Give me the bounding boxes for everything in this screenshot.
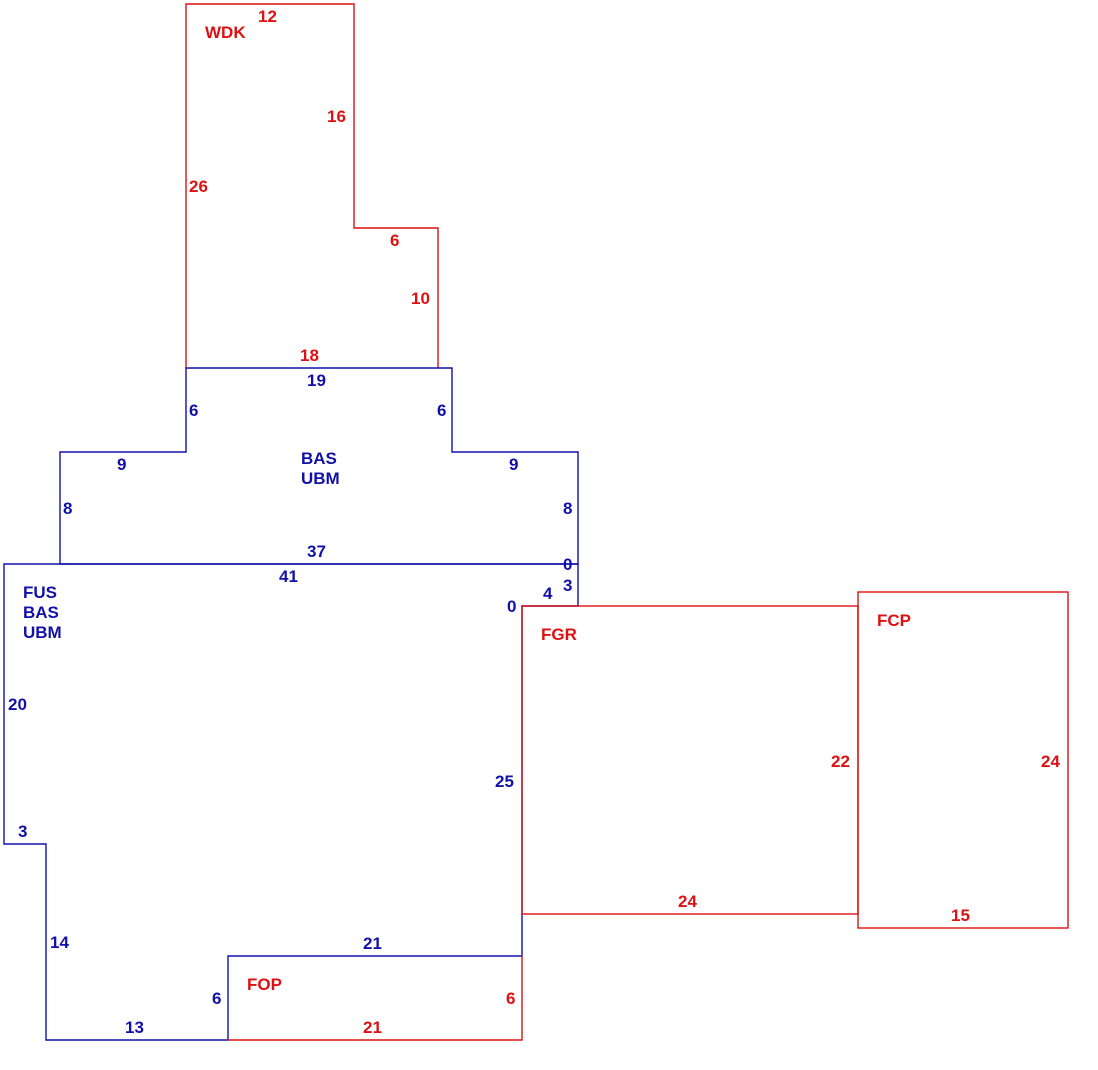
dim-wdk-right-lower: 10: [411, 289, 430, 308]
fgr-label: FGR: [541, 625, 577, 644]
fop-outline: [228, 956, 523, 1041]
dim-main-fop-top: 21: [363, 934, 382, 953]
dim-bas-right-step: 9: [509, 455, 518, 474]
dim-wdk-left: 26: [189, 177, 208, 196]
main-label-1: FUS: [23, 583, 57, 602]
dim-fcp-bottom: 15: [951, 906, 970, 925]
dim-fgr-right: 22: [831, 752, 850, 771]
dim-fcp-right: 24: [1041, 752, 1060, 771]
fcp-outline: [857, 591, 1069, 929]
dim-main-top: 41: [279, 567, 298, 586]
dim-wdk-right-upper: 16: [327, 107, 346, 126]
dim-fgr-bottom: 24: [678, 892, 697, 911]
dim-wdk-bottom: 18: [300, 346, 319, 365]
dim-wdk-top: 12: [258, 7, 277, 26]
main-label-2: BAS: [23, 603, 59, 622]
dim-wdk-step: 6: [390, 231, 399, 250]
dim-main-notch-3: 3: [18, 822, 27, 841]
dim-bas-corner-zero: 0: [563, 555, 572, 574]
dim-main-bottom: 13: [125, 1018, 144, 1037]
fgr-outline: [521, 605, 859, 915]
bas-upper-label-1: BAS: [301, 449, 337, 468]
dim-main-left: 20: [8, 695, 27, 714]
dim-fop-bottom: 21: [363, 1018, 382, 1037]
dim-bas-right-notch: 6: [437, 401, 446, 420]
main-area-outline: [3, 563, 579, 1041]
dim-main-left-lower: 14: [50, 933, 69, 952]
dim-main-jog-4: 4: [543, 584, 553, 603]
wdk-label: WDK: [205, 23, 246, 42]
wdk-outline: [185, 3, 439, 368]
dim-main-right: 25: [495, 772, 514, 791]
dim-main-fop-side: 6: [212, 989, 221, 1008]
main-label-3: UBM: [23, 623, 62, 642]
bas-upper-outline: [59, 367, 579, 565]
bas-upper-label-2: UBM: [301, 469, 340, 488]
dim-bas-top: 19: [307, 371, 326, 390]
dim-fop-right: 6: [506, 989, 515, 1008]
dim-bas-left-step: 9: [117, 455, 126, 474]
dim-bas-left-side: 8: [63, 499, 72, 518]
fop-label: FOP: [247, 975, 282, 994]
dim-bas-bottom: 37: [307, 542, 326, 561]
dim-bas-left-notch: 6: [189, 401, 198, 420]
dim-main-jog-3: 3: [563, 576, 572, 595]
dim-main-corner-zero: 0: [507, 597, 516, 616]
dim-bas-right-side: 8: [563, 499, 572, 518]
fcp-label: FCP: [877, 611, 911, 630]
